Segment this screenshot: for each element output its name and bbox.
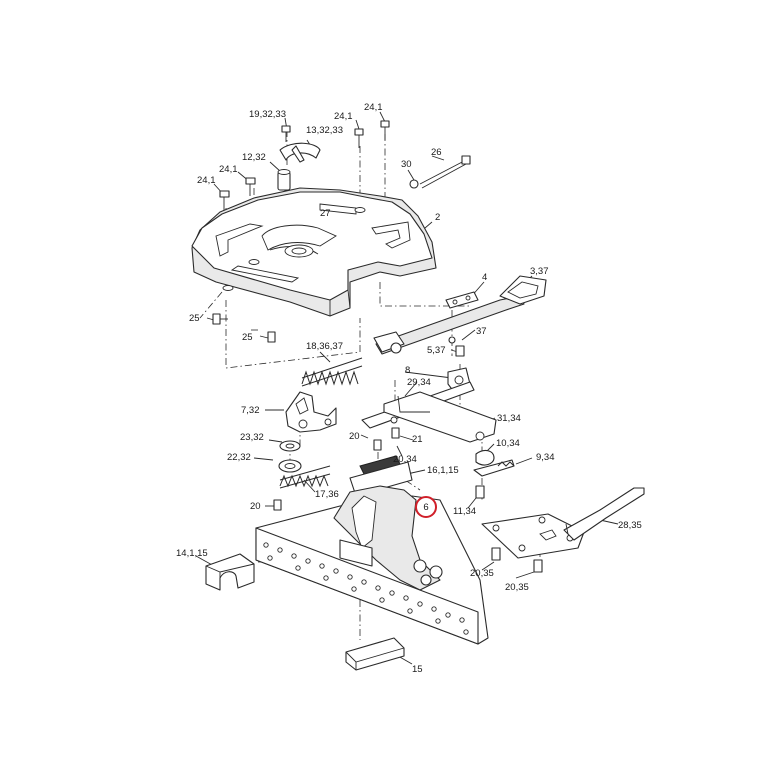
highlight-ring[interactable]	[415, 496, 437, 518]
spring-18	[301, 357, 363, 387]
callout-25-b: 25	[242, 332, 253, 343]
callout-3-37: 3,37	[530, 266, 549, 277]
callout-7-32: 7,32	[241, 405, 260, 416]
callout-37: 37	[476, 326, 487, 337]
callout-24-1-d: 24,1	[197, 175, 216, 186]
mounting-bracket	[255, 455, 489, 645]
callout-31-34: 31,34	[497, 413, 521, 424]
callout-11-34: 11,34	[453, 506, 476, 517]
callout-20-a: 20	[349, 431, 360, 442]
callout-10-34: 10,34	[496, 438, 520, 449]
callout-labels: 19,32,33 24,1 13,32,33 12,32 24,1 24,1 2…	[176, 102, 642, 675]
callout-29-34: 29,34	[407, 377, 431, 388]
callout-23-32: 23,32	[240, 432, 264, 443]
callout-4: 4	[482, 272, 487, 283]
callout-20-b: 20	[250, 501, 261, 512]
callout-5-37: 5,37	[427, 345, 446, 356]
callout-22-32: 22,32	[227, 452, 251, 463]
callout-25-a: 25	[189, 313, 200, 324]
callout-24-1-a: 24,1	[364, 102, 383, 113]
callout-26: 26	[431, 147, 442, 158]
callout-9-34: 9,34	[536, 452, 555, 463]
callout-12-32: 12,32	[242, 152, 266, 163]
callout-24-1-b: 24,1	[334, 111, 353, 122]
callout-17-36: 17,36	[315, 489, 339, 500]
callout-20-35-a: 20,35	[470, 568, 494, 579]
callout-30: 30	[401, 159, 412, 170]
callout-19-32-33: 19,32,33	[249, 109, 286, 120]
callout-24-1-c: 24,1	[219, 164, 238, 175]
callout-20-34: 20,34	[393, 454, 417, 465]
fifth-wheel-top-plate	[191, 187, 437, 317]
callout-14-1-15: 14,1,15	[176, 548, 208, 559]
jaw-lock-assembly	[273, 357, 363, 511]
callout-20-35-b: 20,35	[505, 582, 529, 593]
spring-17	[279, 465, 331, 489]
callout-15: 15	[412, 664, 423, 675]
bush-part-14	[205, 553, 255, 591]
callout-28-35: 28,35	[618, 520, 642, 531]
control-lever-bracket	[481, 487, 645, 573]
release-handle-assembly	[361, 275, 547, 499]
callout-21: 21	[412, 434, 423, 445]
callout-16-1-15: 16,1,15	[427, 465, 459, 476]
base-holes	[263, 542, 469, 635]
callout-2: 2	[435, 212, 440, 223]
callout-27: 27	[320, 208, 331, 219]
top-bolts	[212, 120, 471, 343]
plate-part-15	[345, 637, 405, 671]
callout-8: 8	[405, 365, 410, 376]
callout-13-32-33: 13,32,33	[306, 125, 343, 136]
callout-6[interactable]: 6	[423, 502, 428, 513]
callout-18-36-37: 18,36,37	[306, 341, 343, 352]
